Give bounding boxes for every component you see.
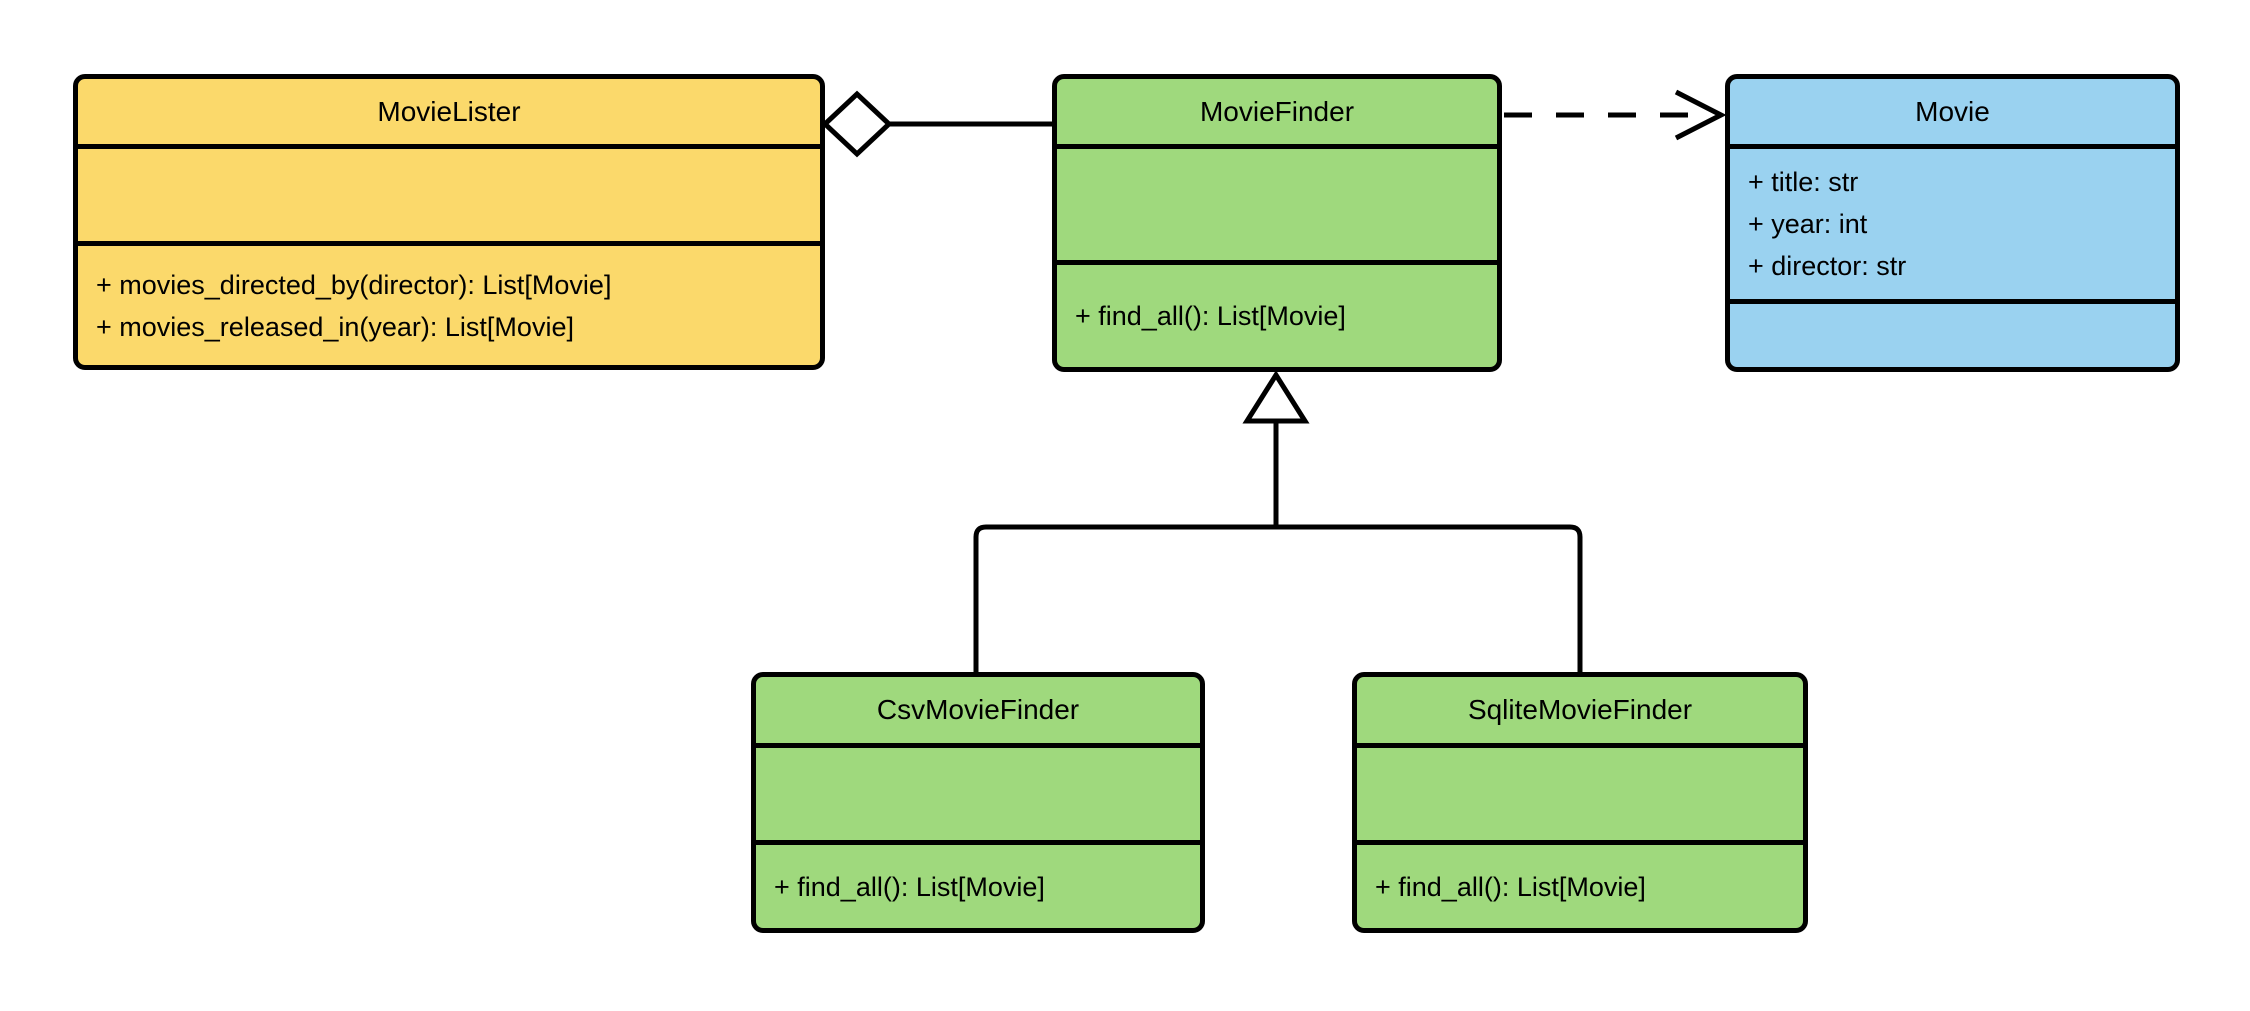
method-line: + find_all(): List[Movie]: [774, 871, 1045, 902]
class-sqlitemoviefinder-attributes: [1357, 743, 1803, 840]
class-sqlitemoviefinder-title: SqliteMovieFinder: [1467, 694, 1693, 725]
class-movielister-attributes: [78, 144, 820, 241]
class-csvmoviefinder-title: CsvMovieFinder: [876, 694, 1080, 725]
aggregation-diamond-icon[interactable]: [821, 90, 893, 158]
attribute-line: + title: str: [1748, 167, 1859, 197]
class-movie-attributes: + title: str + year: int + director: str: [1730, 144, 2175, 299]
class-csvmoviefinder-methods: + find_all(): List[Movie]: [756, 840, 1200, 928]
attribute-line: + director: str: [1748, 251, 1907, 281]
class-moviefinder-title: MovieFinder: [1199, 95, 1355, 127]
class-moviefinder[interactable]: MovieFinder + find_all(): List[Movie]: [1052, 74, 1502, 372]
class-movielister[interactable]: MovieLister + movies_directed_by(directo…: [73, 74, 825, 370]
class-csvmoviefinder[interactable]: CsvMovieFinder + find_all(): List[Movie]: [751, 672, 1205, 933]
inheritance-branch-line[interactable]: [973, 524, 1583, 672]
class-moviefinder-methods: + find_all(): List[Movie]: [1057, 260, 1497, 367]
dependency-arrowhead-icon: [1674, 89, 1727, 141]
class-sqlitemoviefinder-methods: + find_all(): List[Movie]: [1357, 840, 1803, 928]
class-movie-methods: [1730, 299, 2175, 367]
class-sqlitemoviefinder[interactable]: SqliteMovieFinder + find_all(): List[Mov…: [1352, 672, 1808, 933]
attribute-line: + year: int: [1748, 209, 1868, 239]
method-line: + movies_directed_by(director): List[Mov…: [96, 269, 612, 300]
class-moviefinder-attributes: [1057, 144, 1497, 260]
inheritance-triangle-icon[interactable]: [1242, 370, 1310, 424]
method-line: + movies_released_in(year): List[Movie]: [96, 311, 574, 342]
class-movie-title: Movie: [1915, 95, 1990, 127]
class-csvmoviefinder-attributes: [756, 743, 1200, 840]
class-movie[interactable]: Movie + title: str + year: int + directo…: [1725, 74, 2180, 372]
class-movielister-title: MovieLister: [377, 95, 521, 127]
class-movielister-methods: + movies_directed_by(director): List[Mov…: [78, 241, 820, 365]
method-line: + find_all(): List[Movie]: [1375, 871, 1646, 902]
method-line: + find_all(): List[Movie]: [1075, 301, 1346, 331]
